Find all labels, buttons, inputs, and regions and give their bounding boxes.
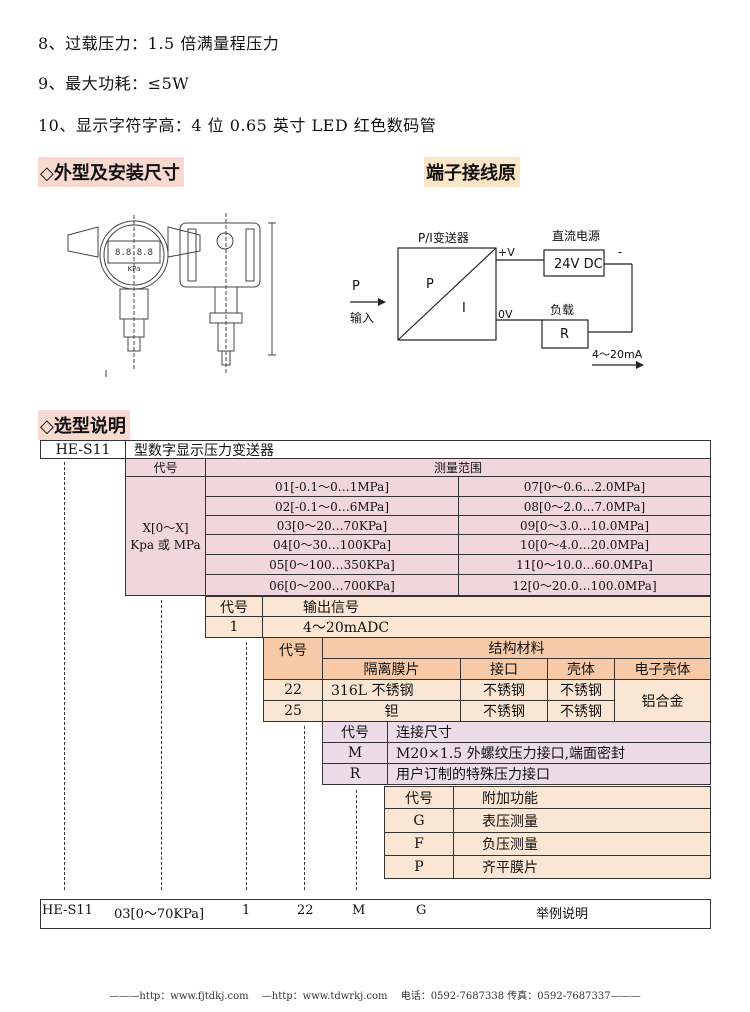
range-row: 08[0～2.0…7.0MPa] — [458, 496, 711, 516]
guide-line — [64, 462, 65, 890]
r-label: R — [560, 327, 569, 342]
example-range: 03[0～70KPa] — [114, 907, 205, 922]
material-row-code: 22 — [263, 679, 323, 701]
dc-supply-label: 直流电源 — [552, 229, 600, 243]
example-material: 22 — [297, 903, 314, 918]
range-row: 04[0～30…100KPa] — [205, 534, 459, 555]
addon-row-desc: 表压测量 — [453, 808, 711, 833]
terminal-header: 端子接线原 — [424, 157, 520, 187]
range-row: 10[0～4.0…20.0MPa] — [458, 534, 711, 555]
selection-header: ◇选型说明 — [38, 410, 130, 440]
transmitter-i: I — [462, 301, 466, 316]
guide-line — [161, 600, 162, 890]
material-row-shell: 不锈钢 — [547, 700, 615, 722]
material-row-diaphragm: 316L 不锈钢 — [322, 679, 461, 701]
material-row-port: 不锈钢 — [460, 679, 548, 701]
material-elec-shell-value: 铝合金 — [614, 679, 711, 722]
range-row: 09[0～3.0…10.0MPa] — [458, 515, 711, 535]
range-row: 02[-0.1～0…6MPa] — [205, 496, 459, 516]
range-unit-line1: X[0～X] — [142, 521, 189, 535]
outline-header: ◇外型及安装尺寸 — [38, 157, 184, 187]
device-display: 8.8.8.8 — [115, 248, 153, 258]
connection-row-code: M — [322, 742, 388, 764]
load-label: 负载 — [550, 303, 574, 317]
material-row-shell: 不锈钢 — [547, 679, 615, 701]
model-desc-cell: 型数字显示压力变送器 — [125, 440, 711, 459]
range-code-header: 代号 — [125, 458, 206, 477]
model-code-cell: HE-S11 — [40, 440, 126, 459]
wiring-diagram: P/I变送器 P I P 输入 +V 0V 直流电源 24V DC - 负载 R… — [350, 229, 644, 369]
transmitter-label: P/I变送器 — [418, 230, 469, 245]
range-row: 05[0～100…350KPa] — [205, 554, 459, 575]
range-row: 06[0～200…700KPa] — [205, 574, 459, 596]
material-row-code: 25 — [263, 700, 323, 722]
range-header: 测量范围 — [205, 458, 711, 477]
range-row: 12[0～20.0…100.0MPa] — [458, 574, 711, 596]
range-row: 03[0～20…70KPa] — [205, 515, 459, 535]
guide-line — [246, 642, 247, 890]
addon-row-desc: 负压测量 — [453, 832, 711, 856]
example-row — [40, 899, 711, 929]
range-row: 01[-0.1～0…1MPa] — [205, 476, 459, 497]
plus-v-label: +V — [498, 246, 515, 259]
current-label: 4～20mA — [592, 348, 643, 361]
guide-line — [356, 790, 357, 890]
device-outline-drawing: 8.8.8.8 KPa — [67, 213, 276, 377]
minus-label: - — [618, 245, 622, 259]
range-unit-line2: Kpa 或 MPa — [130, 538, 201, 552]
spec-overload: 8、过载压力：1.5 倍满量程压力 — [38, 34, 280, 53]
page-footer: ———http：www.fjtdkj.com —http：www.tdwrkj.… — [109, 991, 641, 1002]
example-label: 举例说明 — [536, 907, 589, 922]
output-value: 4～20mADC — [262, 616, 711, 638]
material-col-port: 接口 — [460, 658, 548, 680]
output-code: 1 — [205, 616, 263, 638]
connection-row-code: R — [322, 763, 388, 785]
input-p: P — [352, 279, 360, 294]
example-connection: M — [352, 903, 366, 918]
connection-row-desc: 用户订制的特殊压力接口 — [387, 763, 711, 785]
example-output: 1 — [242, 903, 251, 918]
spec-display: 10、显示字符字高：4 位 0.65 英寸 LED 红色数码管 — [38, 116, 437, 135]
connection-code-header: 代号 — [322, 721, 388, 743]
material-row-port: 不锈钢 — [460, 700, 548, 722]
addon-row-code: G — [384, 808, 454, 833]
input-label: 输入 — [350, 310, 374, 325]
range-row: 11[0～10.0…60.0MPa] — [458, 554, 711, 575]
transmitter-p: P — [426, 277, 434, 292]
material-header: 结构材料 — [322, 637, 711, 659]
material-code-header: 代号 — [263, 637, 323, 680]
guide-line — [304, 726, 305, 890]
material-row-diaphragm: 钽 — [322, 700, 461, 722]
voltage-label: 24V DC — [554, 257, 603, 272]
addon-row-code: F — [384, 832, 454, 856]
addon-row-code: P — [384, 855, 454, 879]
zero-v-label: 0V — [498, 308, 513, 321]
spec-power: 9、最大功耗：≤5W — [38, 74, 190, 93]
addon-header: 附加功能 — [453, 786, 711, 809]
output-code-header: 代号 — [205, 596, 263, 617]
material-col-shell: 壳体 — [547, 658, 615, 680]
example-addon: G — [416, 903, 427, 918]
output-header: 输出信号 — [262, 596, 711, 617]
device-unit: KPa — [128, 265, 141, 273]
material-col-diaphragm: 隔离膜片 — [322, 658, 461, 680]
connection-header: 连接尺寸 — [387, 721, 711, 743]
connection-row-desc: M20×1.5 外螺纹压力接口,端面密封 — [387, 742, 711, 764]
range-row: 07[0～0.6…2.0MPa] — [458, 476, 711, 497]
material-col-elec-shell: 电子壳体 — [614, 658, 711, 680]
addon-row-desc: 齐平膜片 — [453, 855, 711, 879]
range-unit-cell: X[0～X] Kpa 或 MPa — [125, 476, 206, 596]
example-model: HE-S11 — [42, 903, 93, 918]
addon-code-header: 代号 — [384, 786, 454, 809]
